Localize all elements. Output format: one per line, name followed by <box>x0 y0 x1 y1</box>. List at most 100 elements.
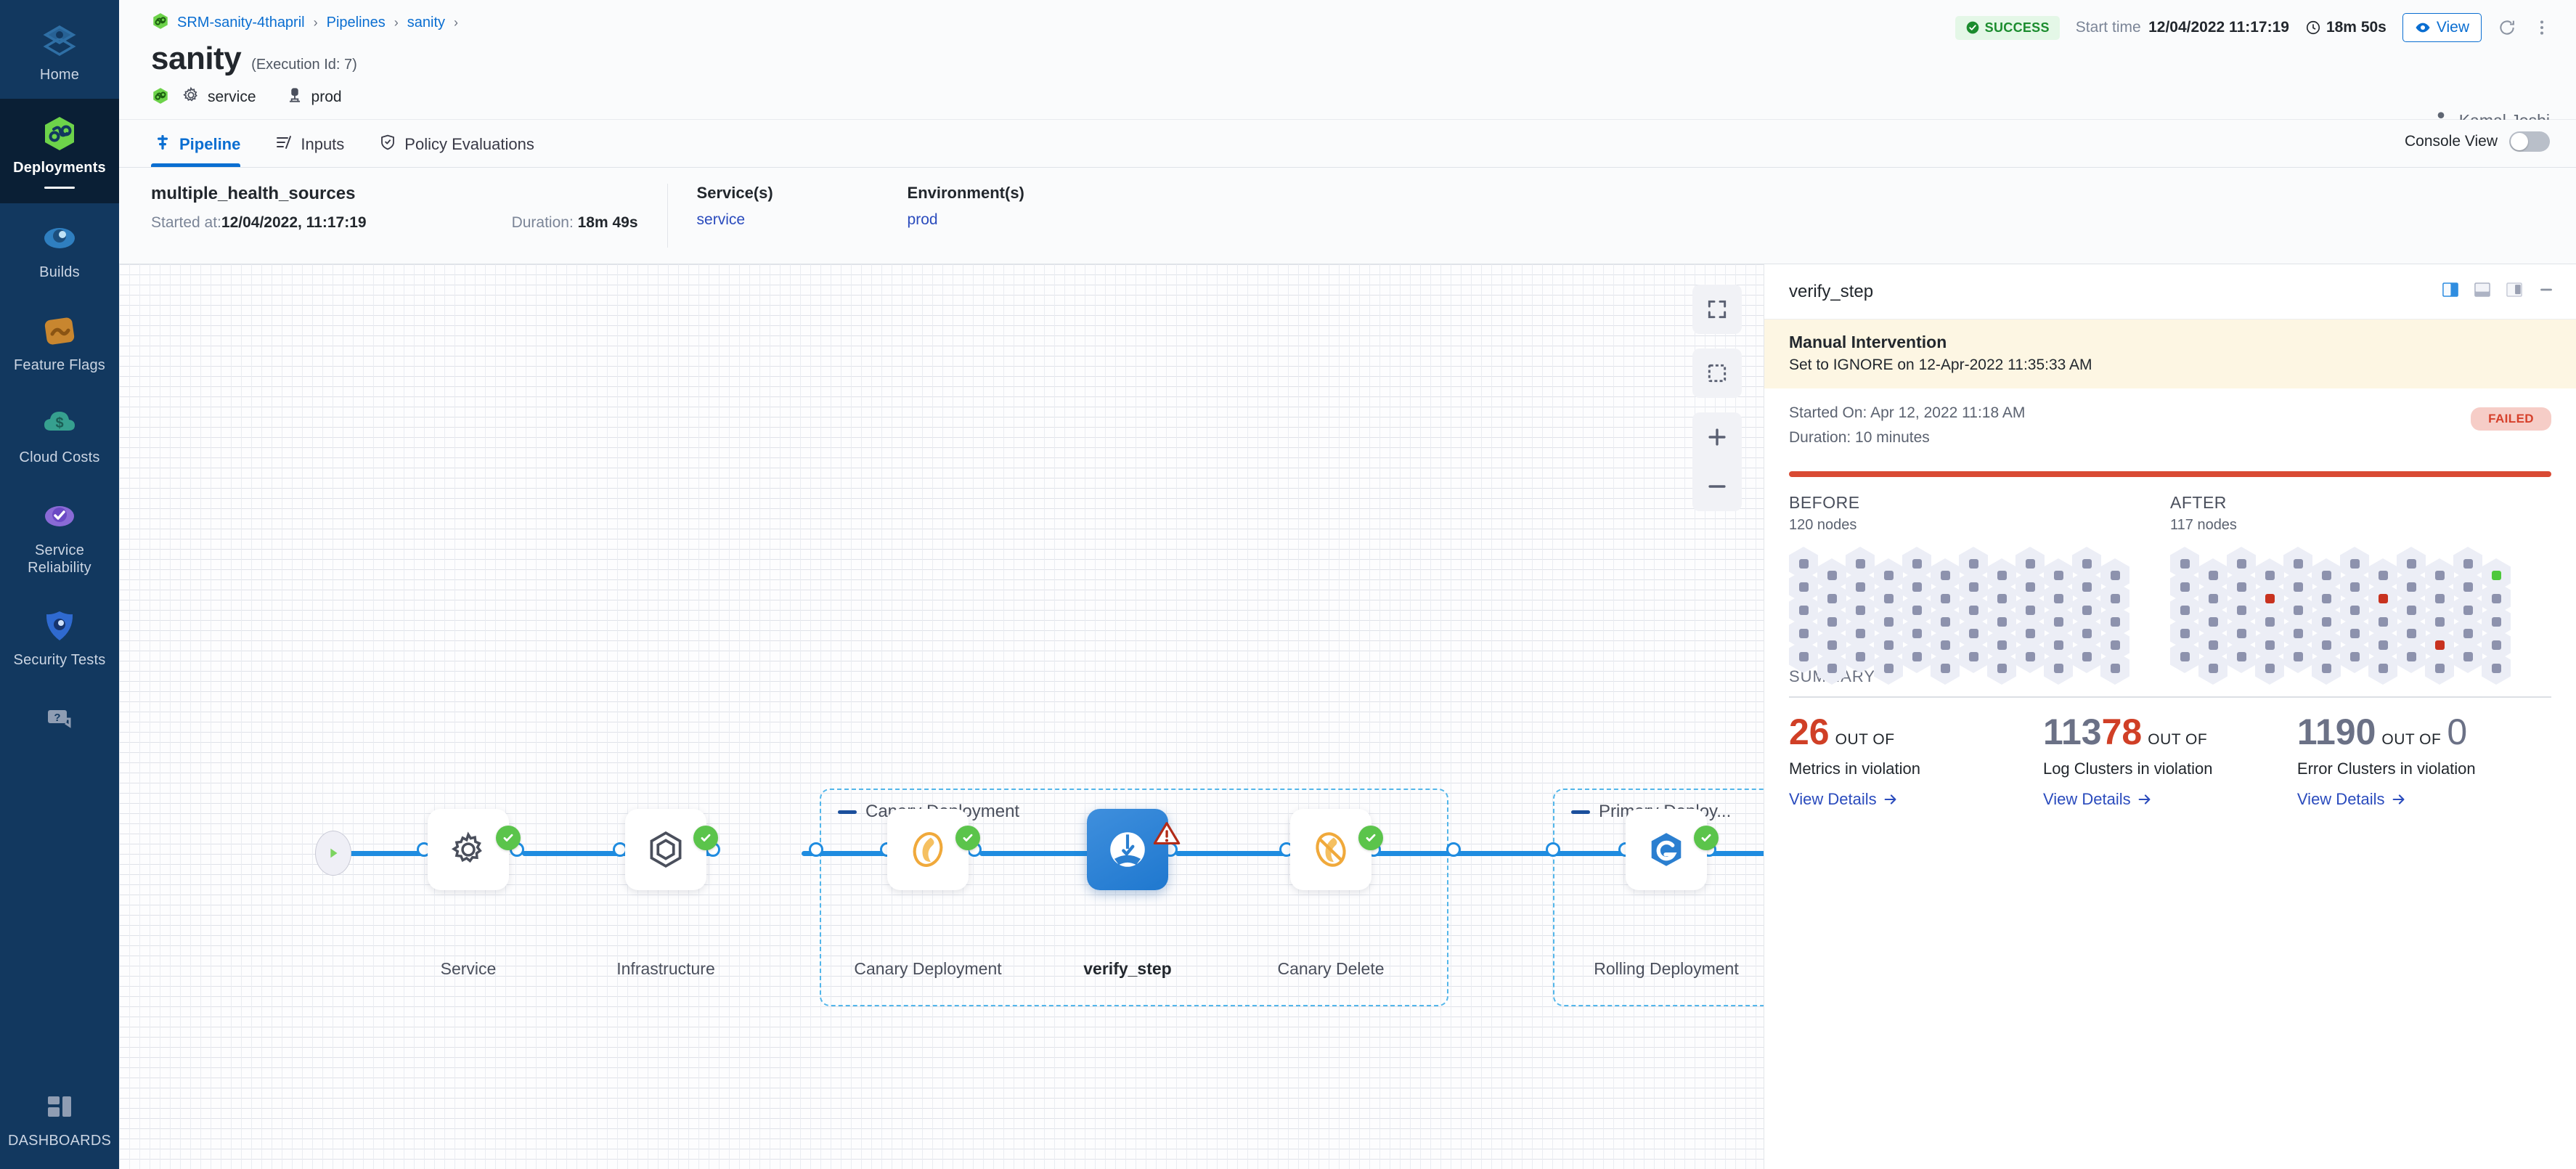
sidebar-item-deployments[interactable]: Deployments <box>0 98 119 204</box>
tab-inputs[interactable]: Inputs <box>272 120 360 167</box>
node-dot <box>1855 582 1865 592</box>
view-button[interactable]: View <box>2402 13 2482 42</box>
sidebar-item-builds[interactable]: Builds <box>0 203 119 296</box>
policy-shield-icon <box>379 134 396 155</box>
node-dot <box>1968 582 1978 592</box>
node-dot <box>2378 616 2388 627</box>
node-dot <box>2378 640 2388 650</box>
node-dot <box>1940 570 1950 580</box>
node-dot <box>1798 605 1809 615</box>
active-indicator <box>44 187 75 190</box>
tab-policy-evaluations[interactable]: Policy Evaluations <box>376 120 550 167</box>
services-value[interactable]: service <box>696 211 746 228</box>
detail-panel-window-controls <box>2441 280 2556 303</box>
breadcrumb-project[interactable]: SRM-sanity-4thapril <box>177 14 305 30</box>
after-label: AFTER <box>2170 493 2227 512</box>
breadcrumb-pipelines[interactable]: Pipelines <box>326 14 386 30</box>
sidebar-item-feature-flags[interactable]: Feature Flags <box>0 296 119 389</box>
sidebar-item-home[interactable]: Home <box>0 6 119 99</box>
node-dot <box>1968 558 1978 569</box>
node-hex <box>2015 640 2045 673</box>
sidebar-item-security-tests[interactable]: Security Tests <box>0 591 119 684</box>
split-right-icon[interactable] <box>2505 280 2524 303</box>
group-primary-deployment[interactable] <box>1553 789 1764 1006</box>
console-view-toggle[interactable] <box>2509 131 2550 152</box>
node-dot <box>1968 651 1978 661</box>
node-dot <box>1997 616 2007 627</box>
node-hex <box>2170 640 2199 673</box>
stat-error-clusters: 1190 OUT OF 0 Error Clusters in violatio… <box>2297 714 2551 809</box>
stat-outof: OUT OF <box>1835 731 1895 748</box>
sidebar-item-dashboards[interactable]: DASHBOARDS <box>0 1072 119 1169</box>
pipeline-node-verify-step[interactable] <box>1087 809 1168 890</box>
node-hex <box>1846 593 1875 627</box>
node-dot <box>2293 628 2303 638</box>
harness-hexagon-icon <box>41 115 78 152</box>
pipeline-node-label: Rolling Deployment <box>1594 959 1739 978</box>
connector-dot <box>1546 842 1560 857</box>
stat-view-details-link[interactable]: View Details <box>2297 790 2407 809</box>
node-dot <box>2491 663 2501 673</box>
node-dot <box>1883 616 1894 627</box>
pipeline-node-rolling-deployment[interactable] <box>1626 809 1707 890</box>
pipeline-node-infrastructure[interactable] <box>625 809 706 890</box>
collapse-dash-icon[interactable] <box>1571 810 1590 814</box>
sidebar-item-label: Cloud Costs <box>19 449 100 466</box>
pipeline-node-canary-deployment[interactable] <box>887 809 969 890</box>
environment-chip[interactable]: prod <box>285 86 342 109</box>
stat-metrics: 26 OUT OF Metrics in violation View Deta… <box>1789 714 2043 809</box>
pipeline-node-service[interactable] <box>428 809 509 890</box>
status-badge-label: SUCCESS <box>1984 20 2050 35</box>
pipeline-canvas[interactable]: Canary Deployment Primary Deploy... <box>119 264 1764 1169</box>
fit-to-screen-icon[interactable] <box>1692 285 1742 334</box>
duration-group: 18m 50s <box>2305 19 2387 36</box>
node-dot <box>1855 628 1865 638</box>
stat-view-details-link[interactable]: View Details <box>2043 790 2153 809</box>
stat-description: Metrics in violation <box>1789 759 1920 778</box>
node-dot <box>2321 593 2331 603</box>
node-dot <box>2053 616 2063 627</box>
link-label: View Details <box>2042 789 2131 808</box>
toggle-knob <box>2511 133 2528 150</box>
node-status-success-icon <box>1694 826 1719 850</box>
zoom-in-icon[interactable] <box>1692 412 1742 462</box>
split-bottom-icon[interactable] <box>2473 280 2492 303</box>
select-area-icon[interactable] <box>1692 349 1742 398</box>
node-dot <box>2265 640 2275 650</box>
sidebar-item-help[interactable]: ? <box>0 684 119 759</box>
pipeline-node-canary-delete[interactable] <box>1290 809 1371 890</box>
pipeline-node-label: Infrastructure <box>616 959 715 978</box>
environments-label: Environment(s) <box>907 184 1024 202</box>
breadcrumb: SRM-sanity-4thapril › Pipelines › sanity… <box>151 10 2550 35</box>
node-dot <box>2378 593 2388 603</box>
after-column: AFTER 117 nodes <box>2170 493 2551 685</box>
pipeline-start-node[interactable] <box>315 831 351 876</box>
more-options-icon[interactable] <box>2532 18 2551 37</box>
stat-view-details-link[interactable]: View Details <box>1789 790 1899 809</box>
breadcrumb-pipeline[interactable]: sanity <box>407 14 446 30</box>
node-dot <box>2406 628 2416 638</box>
split-left-icon[interactable] <box>2441 280 2460 303</box>
group-canary-deployment[interactable] <box>820 789 1448 1006</box>
minimize-icon[interactable] <box>2537 280 2556 303</box>
breadcrumb-separator: › <box>313 15 318 30</box>
environments-column: Environment(s) prod <box>908 184 1118 229</box>
refresh-icon[interactable] <box>2498 18 2516 37</box>
breadcrumb-separator: › <box>394 15 399 30</box>
sidebar-item-label: Security Tests <box>13 652 106 669</box>
pipeline-icon <box>154 134 171 155</box>
zoom-controls <box>1692 412 1742 511</box>
before-label: BEFORE <box>1789 493 1860 512</box>
console-view-control[interactable]: Console View <box>2405 131 2550 152</box>
service-chip[interactable]: service <box>182 86 256 109</box>
environments-value[interactable]: prod <box>907 211 938 228</box>
node-hex <box>2044 605 2073 638</box>
sidebar-item-cloud-costs[interactable]: $ Cloud Costs <box>0 388 119 481</box>
tab-pipeline[interactable]: Pipeline <box>151 120 256 167</box>
node-dot <box>2434 593 2445 603</box>
stat-description: Error Clusters in violation <box>2296 759 2476 778</box>
node-hex <box>2227 640 2256 673</box>
collapse-dash-icon[interactable] <box>838 810 857 814</box>
zoom-out-icon[interactable] <box>1692 462 1742 511</box>
sidebar-item-service-reliability[interactable]: Service Reliability <box>0 481 119 591</box>
